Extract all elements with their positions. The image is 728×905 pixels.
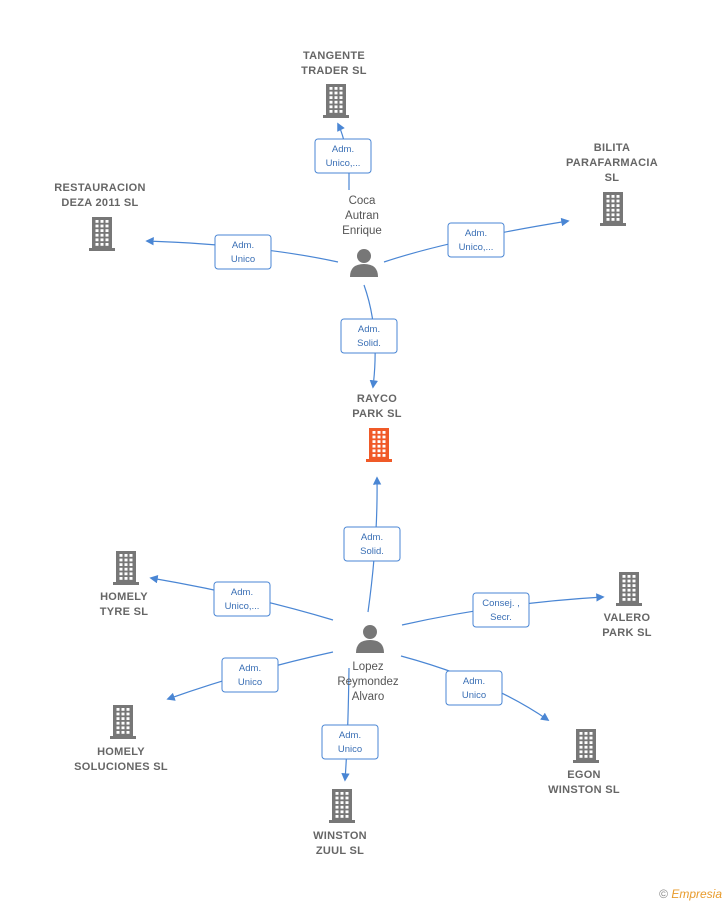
edge-lopez-valero: Consej. , Secr. (401, 592, 605, 628)
edge-label-text: Adm. (361, 532, 383, 543)
company-node-restauracion[interactable]: RESTAURACION DEZA 2011 SL (54, 182, 145, 251)
company-label: WINSTON SL (548, 784, 620, 796)
company-label: PARK SL (602, 627, 652, 639)
company-label: RESTAURACION (54, 182, 145, 194)
company-label: HOMELY (97, 746, 145, 758)
edge-label-text: Secr. (490, 612, 512, 623)
company-label: EGON (567, 769, 601, 781)
company-label: RAYCO (357, 393, 397, 405)
edge-label-text: Solid. (360, 546, 384, 557)
company-node-egon[interactable]: EGON WINSTON SL (548, 729, 620, 796)
edge-coca-restauracion: Adm. Unico (145, 234, 339, 270)
company-label: TYRE SL (100, 606, 149, 618)
building-icon (329, 789, 355, 823)
edge-label-text: Unico,... (326, 158, 361, 169)
company-label: TANGENTE (303, 50, 365, 62)
edge-label-text: Solid. (357, 338, 381, 349)
person-label: Autran (345, 210, 379, 222)
building-icon (600, 192, 626, 226)
edge-lopez-winston: Adm. Unico (321, 667, 379, 782)
building-icon (110, 705, 136, 739)
edge-label-box[interactable] (445, 670, 503, 706)
person-label: Coca (349, 195, 376, 207)
edge-label-box[interactable] (314, 138, 372, 174)
person-label: Reymondez (337, 676, 399, 688)
edge-coca-tangente: Adm. Unico,... (314, 122, 372, 190)
building-icon (89, 217, 115, 251)
edge-label-text: Adm. (232, 240, 254, 251)
company-label: DEZA 2011 SL (61, 197, 138, 209)
edge-label-text: Adm. (465, 228, 487, 239)
edge-label-box[interactable] (321, 724, 379, 760)
edge-label-box[interactable] (447, 222, 505, 258)
edge-label-box[interactable] (340, 318, 398, 354)
edge-label-text: Unico (338, 744, 362, 755)
edge-lopez-homely-sol: Adm. Unico (166, 651, 334, 701)
person-label: Enrique (342, 225, 382, 237)
edge-coca-rayco: Adm. Solid. (340, 284, 398, 389)
edge-label-text: Consej. , (482, 598, 520, 609)
company-label: WINSTON (313, 830, 367, 842)
copyright-symbol: © (659, 887, 668, 901)
building-icon (616, 572, 642, 606)
company-label: PARAFARMACIA (566, 157, 658, 169)
edge-label-text: Adm. (358, 324, 380, 335)
company-label: HOMELY (100, 591, 148, 603)
company-label: BILITA (594, 142, 630, 154)
edge-lopez-egon: Adm. Unico (400, 655, 550, 721)
edge-label-box[interactable] (221, 657, 279, 693)
edges-layer: Adm.Unico,...Adm.UnicoAdm.Unico,...Adm.S… (145, 122, 605, 782)
company-node-valero[interactable]: VALERO PARK SL (602, 572, 652, 639)
edge-coca-bilita: Adm. Unico,... (383, 217, 570, 263)
edge-label-box[interactable] (472, 592, 530, 628)
edge-label-text: Adm. (231, 587, 253, 598)
company-node-homely-sol[interactable]: HOMELY SOLUCIONES SL (74, 705, 168, 773)
edge-label-text: Unico (462, 690, 486, 701)
building-icon (573, 729, 599, 763)
edge-label-text: Adm. (239, 663, 261, 674)
company-label: PARK SL (352, 408, 402, 420)
person-label: Alvaro (352, 691, 385, 703)
edge-lopez-homely-tyre: Adm. Unico,... (149, 574, 334, 621)
edge-lopez-rayco: Adm. Solid. (343, 476, 401, 613)
building-icon (366, 428, 392, 462)
company-node-homely-tyre[interactable]: HOMELY TYRE SL (100, 551, 149, 618)
building-icon (113, 551, 139, 585)
company-node-winston[interactable]: WINSTON ZUUL SL (313, 789, 367, 857)
company-node-tangente[interactable]: TANGENTE TRADER SL (301, 50, 367, 118)
edge-label-text: Unico (231, 254, 255, 265)
building-icon (323, 84, 349, 118)
company-node-bilita[interactable]: BILITA PARAFARMACIA SL (566, 142, 658, 226)
watermark: © Empresia (659, 887, 722, 901)
company-node-rayco[interactable]: RAYCO PARK SL (352, 393, 402, 462)
edge-label-text: Unico,... (459, 242, 494, 253)
edge-label-text: Unico,... (225, 601, 260, 612)
edge-label-text: Adm. (463, 676, 485, 687)
nodes-layer: TANGENTE TRADER SL BILITA PARAFARMACIA SL RES… (54, 50, 658, 857)
person-icon (350, 249, 378, 277)
company-label: ZUUL SL (316, 845, 364, 857)
company-label: VALERO (604, 612, 651, 624)
company-label: SL (605, 172, 620, 184)
company-label: TRADER SL (301, 65, 367, 77)
company-label: SOLUCIONES SL (74, 761, 168, 773)
edge-label-box[interactable] (343, 526, 401, 562)
brand-name: Empresia (671, 887, 722, 901)
person-label: Lopez (352, 661, 384, 673)
edge-label-text: Unico (238, 677, 262, 688)
edge-label-box[interactable] (214, 234, 272, 270)
edge-label-text: Adm. (339, 730, 361, 741)
edge-label-text: Adm. (332, 144, 354, 155)
edge-label-box[interactable] (213, 581, 271, 617)
person-icon (356, 625, 384, 653)
